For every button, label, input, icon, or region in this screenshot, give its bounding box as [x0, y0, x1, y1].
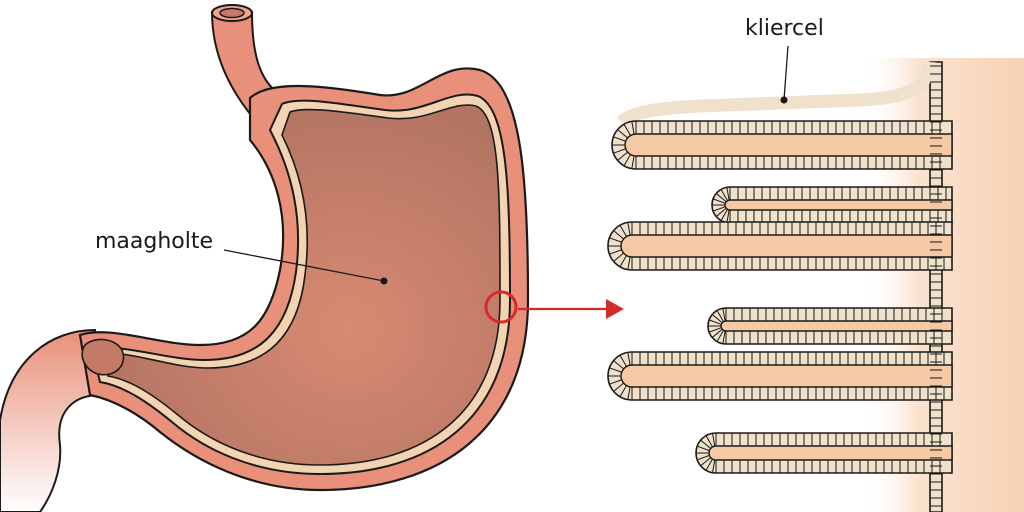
cavity-leader-line [223, 249, 385, 282]
fold [607, 221, 953, 271]
magnify-arrow [518, 299, 624, 319]
surface-band [616, 61, 937, 127]
fold [711, 186, 953, 224]
fold [611, 120, 953, 170]
pylorus-pouch [81, 338, 125, 376]
fold [707, 307, 953, 345]
cell-point [780, 96, 788, 104]
fold [607, 351, 953, 401]
gastric-folds [607, 45, 1024, 512]
highlight-circle [484, 290, 518, 324]
cavity-label: maagholte [95, 229, 214, 254]
stomach-cavity [100, 104, 501, 466]
cell-label: kliercel [745, 16, 824, 41]
duodenum [0, 328, 102, 512]
cell-leader-line [783, 45, 789, 101]
cavity-point [380, 277, 388, 285]
stomach [0, 4, 530, 512]
fold [695, 432, 953, 474]
